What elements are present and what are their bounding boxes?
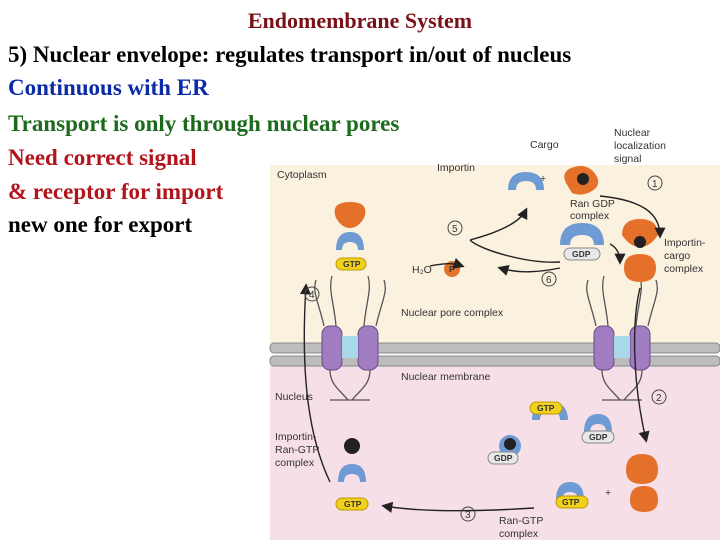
ran-gdp-complex: GDP — [560, 223, 604, 261]
bullet-line-4: Need correct signal — [8, 145, 197, 170]
cargo-protein-top — [564, 166, 599, 195]
ran-gtp-nucleus: GTP — [555, 482, 589, 509]
bullet-line-3: Transport is only through nuclear pores — [8, 111, 400, 136]
label-ran-gdp-1: Ran GDP — [570, 198, 615, 210]
svg-text:5: 5 — [452, 224, 458, 235]
importin-gtp-left: GTP — [334, 202, 367, 271]
plus-sign-bottom: + — [605, 487, 611, 499]
importin-top — [508, 172, 544, 190]
ran-gdp-nucleus: GDP — [581, 414, 615, 444]
label-importin: Importin — [437, 162, 475, 174]
svg-text:4: 4 — [309, 290, 315, 301]
label-cytoplasm: Cytoplasm — [277, 169, 327, 181]
cytoplasm-region — [270, 165, 720, 343]
label-irg-3: complex — [275, 457, 315, 469]
svg-text:GDP: GDP — [589, 432, 608, 442]
slide-title: Endomembrane System — [247, 8, 473, 33]
svg-text:1: 1 — [652, 179, 658, 190]
label-importin-cargo-1: Importin- — [664, 237, 706, 249]
label-nucleus: Nucleus — [275, 391, 313, 403]
nuclear-pore-left — [314, 275, 386, 401]
svg-text:6: 6 — [546, 275, 552, 286]
bullet-line-2: Continuous with ER — [8, 75, 209, 100]
label-cargo: Cargo — [530, 139, 559, 151]
importin-cargo-complex — [622, 219, 658, 282]
svg-text:GTP: GTP — [537, 403, 555, 413]
label-importin-cargo-2: cargo — [664, 250, 690, 262]
svg-text:GDP: GDP — [494, 453, 513, 463]
label-membrane: Nuclear membrane — [401, 371, 490, 383]
importin-gtp-nucleus: GTP — [529, 401, 568, 420]
svg-text:GTP: GTP — [562, 497, 580, 507]
label-npc: Nuclear pore complex — [401, 307, 504, 319]
cargo-bottom — [630, 486, 658, 512]
importin-ran-gtp-complex: GTP — [335, 438, 369, 511]
step-markers: 1 2 3 4 5 6 — [304, 175, 667, 522]
bullet-line-5: & receptor for import — [8, 179, 224, 204]
label-ran-gdp-2: complex — [570, 210, 610, 222]
svg-text:GDP: GDP — [572, 249, 591, 259]
svg-text:P: P — [449, 264, 455, 274]
label-rangtp-1: Ran-GTP — [499, 515, 543, 527]
svg-text:GTP: GTP — [343, 259, 361, 269]
bullet-line-1: 5) Nuclear envelope: regulates transport… — [8, 42, 572, 67]
bullet-line-6: new one for export — [8, 212, 193, 237]
svg-text:3: 3 — [465, 510, 471, 521]
label-importin-cargo-3: complex — [664, 263, 704, 275]
svg-text:GTP: GTP — [344, 499, 362, 509]
transport-arrows — [299, 195, 666, 513]
label-nls-3: signal — [614, 153, 641, 165]
plus-sign-top: + — [540, 173, 546, 185]
label-nls-1: Nuclear — [614, 127, 651, 139]
label-irg-2: Ran-GTP — [275, 444, 319, 456]
label-nls-2: localization — [614, 140, 666, 152]
cargo-gdp-nucleus: GDP — [487, 435, 521, 465]
water-label: H₂O — [412, 264, 432, 276]
label-rangtp-2: complex — [499, 528, 539, 540]
cargo-released — [626, 454, 658, 484]
label-irg-1: Importin- — [275, 431, 317, 443]
svg-text:2: 2 — [656, 393, 662, 404]
